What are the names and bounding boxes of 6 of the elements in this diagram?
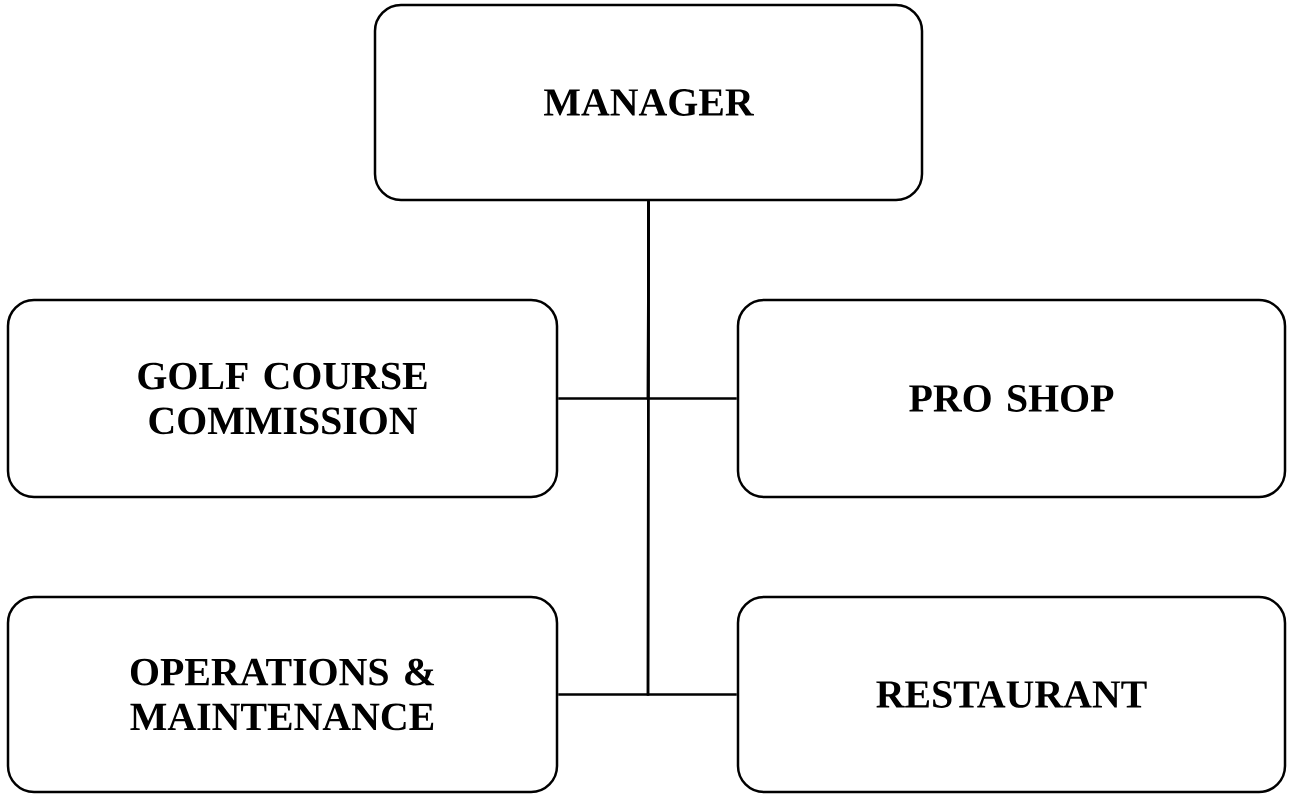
connector-line — [646, 201, 737, 696]
org-box: PRO SHOP — [736, 298, 1287, 499]
org-box: OPERATIONS & MAINTENANCE — [6, 595, 559, 794]
org-box: GOLF COURSE COMMISSION — [6, 298, 559, 499]
org-box: MANAGER — [373, 3, 924, 202]
org-box: RESTAURANT — [736, 595, 1287, 794]
